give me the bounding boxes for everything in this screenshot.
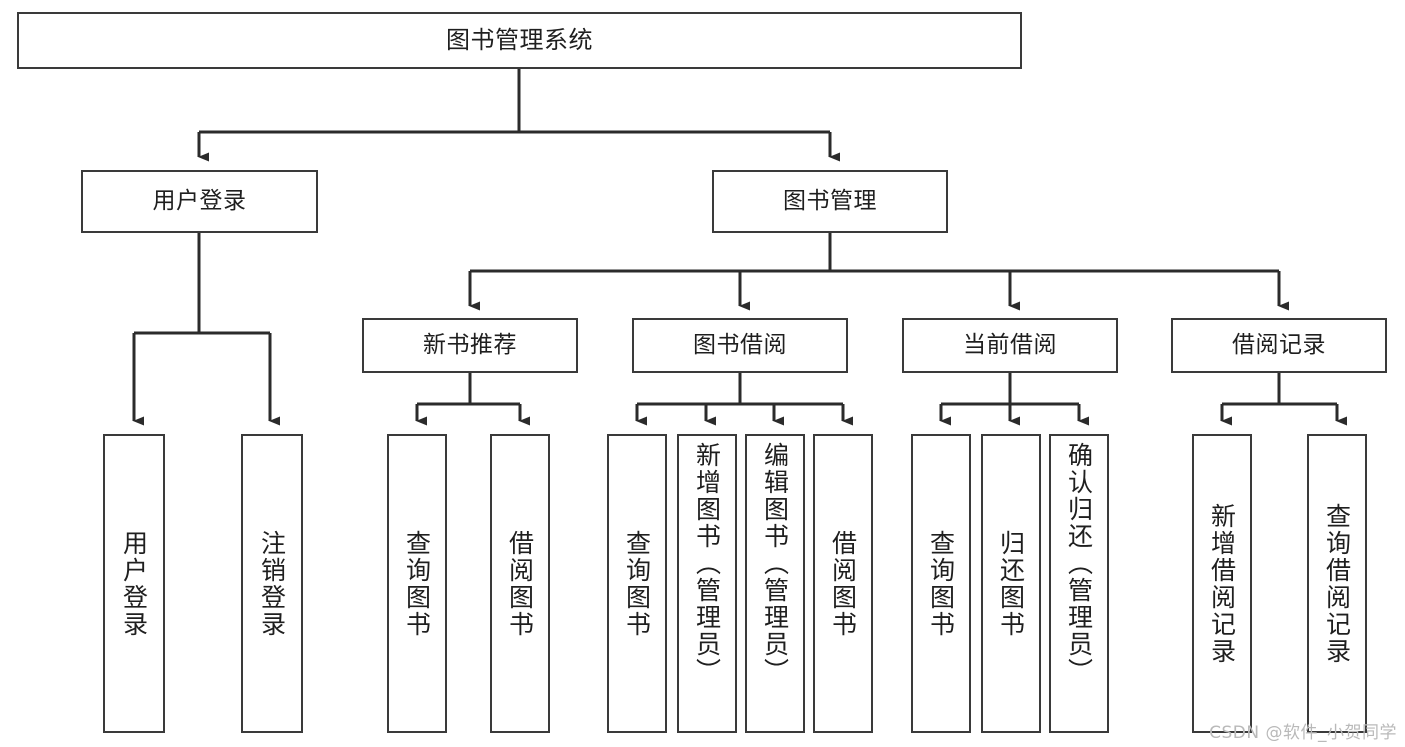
node-label: 确认归还（管理员） [1064, 442, 1094, 685]
leaf-add-book-admin[interactable]: 新增图书（管理员） [677, 434, 737, 733]
leaf-borrow-book-recommend[interactable]: 借阅图书 [490, 434, 550, 733]
node-label: 用户登录 [119, 529, 149, 638]
node-new-book-recommend[interactable]: 新书推荐 [362, 318, 578, 373]
node-label: 归还图书 [996, 529, 1026, 638]
node-borrow-record[interactable]: 借阅记录 [1171, 318, 1387, 373]
node-label: 借阅图书 [828, 529, 858, 638]
node-user-login[interactable]: 用户登录 [81, 170, 318, 233]
leaf-query-book-current[interactable]: 查询图书 [911, 434, 971, 733]
leaf-query-book-recommend[interactable]: 查询图书 [387, 434, 447, 733]
node-label: 新增借阅记录 [1207, 502, 1237, 665]
node-book-borrow[interactable]: 图书借阅 [632, 318, 848, 373]
node-label: 图书管理 [783, 187, 877, 214]
node-label: 查询图书 [402, 529, 432, 638]
node-book-manage[interactable]: 图书管理 [712, 170, 948, 233]
node-label: 查询图书 [926, 529, 956, 638]
node-label: 编辑图书（管理员） [760, 442, 790, 685]
node-label: 借阅记录 [1232, 331, 1326, 358]
node-label: 借阅图书 [505, 529, 535, 638]
leaf-return-book[interactable]: 归还图书 [981, 434, 1041, 733]
leaf-confirm-return-admin[interactable]: 确认归还（管理员） [1049, 434, 1109, 733]
leaf-borrow-book-borrow[interactable]: 借阅图书 [813, 434, 873, 733]
node-current-borrow[interactable]: 当前借阅 [902, 318, 1118, 373]
node-label: 当前借阅 [963, 331, 1057, 358]
node-label: 查询借阅记录 [1322, 502, 1352, 665]
leaf-query-book-borrow[interactable]: 查询图书 [607, 434, 667, 733]
node-label: 图书管理系统 [446, 26, 593, 55]
node-label: 用户登录 [152, 187, 247, 214]
leaf-user-logout[interactable]: 注销登录 [241, 434, 303, 733]
leaf-query-borrow-record[interactable]: 查询借阅记录 [1307, 434, 1367, 733]
leaf-edit-book-admin[interactable]: 编辑图书（管理员） [745, 434, 805, 733]
node-label: 新增图书（管理员） [692, 442, 722, 685]
node-label: 新书推荐 [423, 331, 517, 358]
leaf-add-borrow-record[interactable]: 新增借阅记录 [1192, 434, 1252, 733]
leaf-user-login[interactable]: 用户登录 [103, 434, 165, 733]
csdn-watermark: CSDN @软件_小贺同学 [1209, 723, 1397, 743]
node-label: 查询图书 [622, 529, 652, 638]
node-label: 注销登录 [257, 529, 287, 638]
node-root-book-management-system[interactable]: 图书管理系统 [17, 12, 1022, 69]
node-label: 图书借阅 [693, 331, 787, 358]
